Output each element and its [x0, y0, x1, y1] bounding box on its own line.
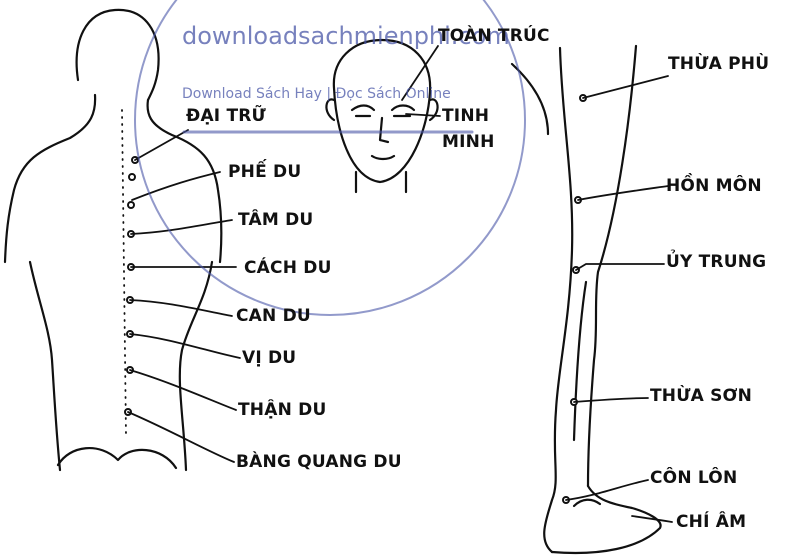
label-can-du: CAN DU — [236, 306, 311, 326]
label-tinh: TINH — [442, 106, 490, 126]
label-toan-truc: TOÀN TRÚC — [438, 26, 550, 46]
leg-figure — [510, 44, 662, 555]
label-con-lon: CÔN LÔN — [650, 468, 738, 488]
leg-leaders — [565, 75, 673, 523]
label-vi-du: VỊ DU — [242, 348, 297, 368]
label-uy-trung: ỦY TRUNG — [666, 252, 767, 272]
watermark-site-text: downloadsachmienphi.com — [182, 22, 510, 50]
watermark-tagline-text: Download Sách Hay | Đọc Sách Online — [182, 86, 451, 102]
label-thua-phu: THỪA PHÙ — [668, 54, 770, 74]
label-cach-du: CÁCH DU — [244, 258, 332, 278]
face-leaders — [401, 45, 441, 117]
label-phe-du: PHẾ DU — [228, 162, 302, 182]
back-points — [124, 156, 139, 416]
face-figure — [325, 38, 439, 194]
label-than-du: THẬN DU — [238, 400, 327, 420]
label-dai-tru: ĐẠI TRỮ — [186, 106, 266, 126]
back-figure — [3, 8, 223, 472]
label-thua-son: THỪA SƠN — [650, 386, 753, 406]
back-leaders — [127, 129, 241, 463]
label-chi-am: CHÍ ÂM — [676, 512, 747, 532]
label-bang-quang-du: BÀNG QUANG DU — [236, 452, 402, 472]
label-hon-mon: HỒN MÔN — [666, 176, 762, 196]
label-tam-du: TÂM DU — [238, 210, 314, 230]
label-minh: MINH — [442, 132, 495, 152]
watermark-graphic — [134, 0, 526, 316]
